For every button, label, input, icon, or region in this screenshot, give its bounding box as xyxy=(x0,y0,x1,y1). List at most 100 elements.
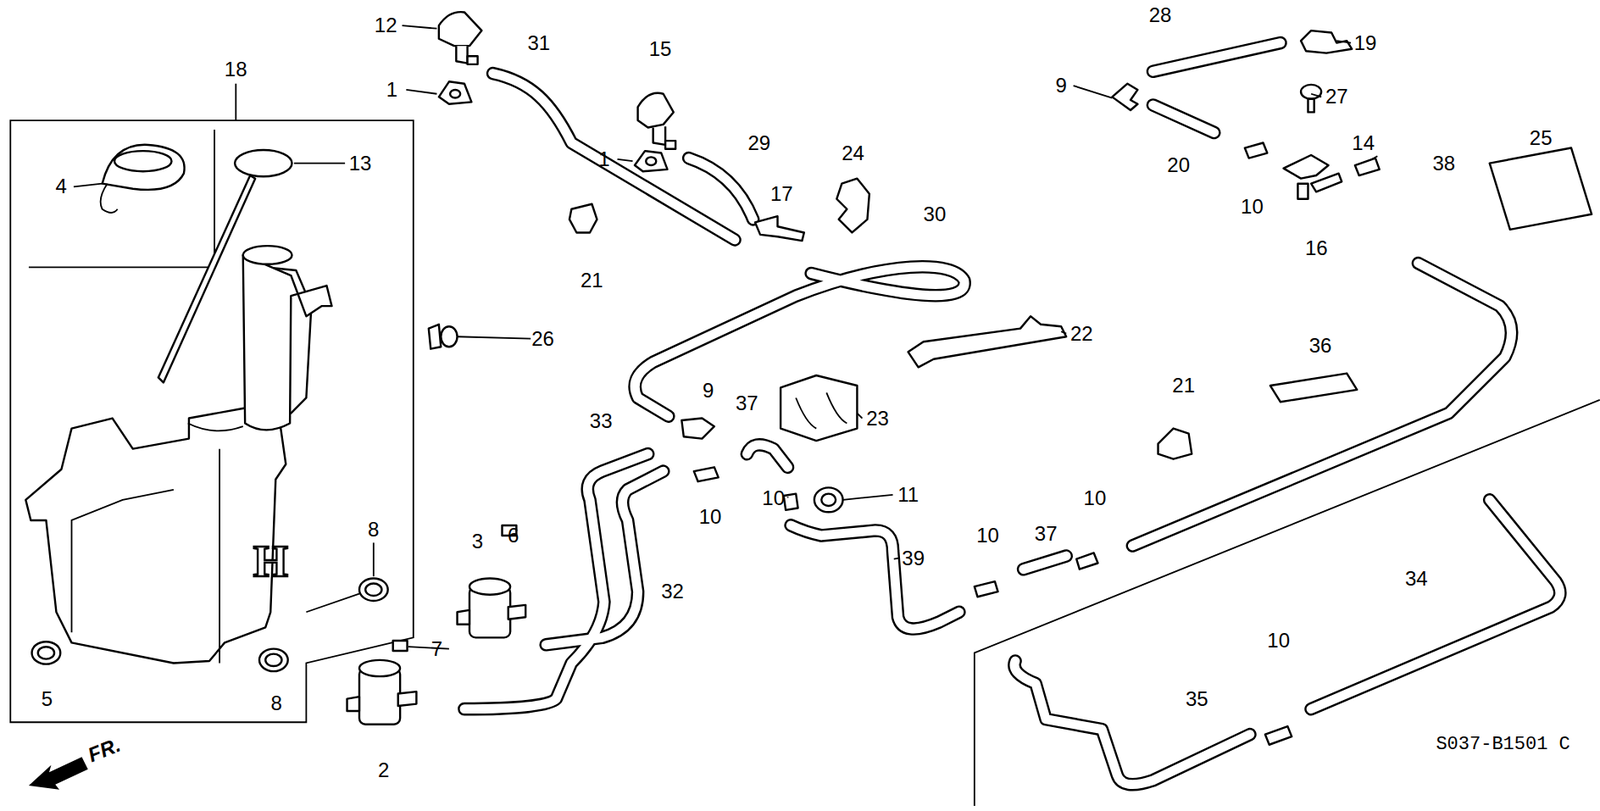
drawing-part xyxy=(1307,99,1314,113)
callout-number: 8 xyxy=(271,693,283,714)
drawing-code: S037-B1501 C xyxy=(1435,735,1570,755)
front-indicator: FR. xyxy=(84,734,123,767)
drawing-part xyxy=(457,610,470,625)
callout-number: 10 xyxy=(699,506,723,528)
callout-number: 12 xyxy=(374,15,398,36)
drawing-part xyxy=(1300,30,1352,53)
drawing-part xyxy=(305,594,360,613)
hose-inner xyxy=(493,73,735,240)
drawing-part xyxy=(653,126,666,145)
drawing-part xyxy=(1283,155,1329,179)
hose xyxy=(790,525,960,629)
drawing-part xyxy=(755,216,805,241)
callout-number: 31 xyxy=(527,33,550,54)
hose-inner xyxy=(545,471,663,645)
drawing-part xyxy=(438,81,473,104)
hose xyxy=(688,158,754,220)
callout-number: 1 xyxy=(386,79,398,100)
drawing-part xyxy=(365,583,382,596)
drawing-part xyxy=(398,691,417,706)
callout-number: 19 xyxy=(1354,33,1378,54)
drawing-part xyxy=(894,557,900,559)
drawing-part xyxy=(402,25,438,29)
drawing-part xyxy=(665,140,676,150)
drawing-part xyxy=(974,400,1600,806)
hose xyxy=(1014,661,1250,785)
drawing-part xyxy=(188,423,244,432)
drawing-part xyxy=(1061,331,1067,334)
drawing-part xyxy=(234,150,292,177)
drawing-part xyxy=(467,55,478,65)
drawing-part xyxy=(469,578,511,595)
callout-number: 38 xyxy=(1432,153,1456,174)
callout-number: 18 xyxy=(224,59,248,80)
drawing-part xyxy=(457,336,532,339)
drawing-part xyxy=(28,756,89,790)
hose xyxy=(1153,43,1281,73)
drawing-part xyxy=(73,183,103,188)
callout-number: 9 xyxy=(1055,75,1067,96)
drawing-part xyxy=(974,581,999,597)
drawing-part xyxy=(38,646,55,659)
drawing-part xyxy=(1355,158,1380,176)
drawing-part xyxy=(1265,726,1292,745)
drawing-part xyxy=(28,129,215,268)
drawing-part xyxy=(438,11,483,46)
callout-number: 8 xyxy=(367,519,379,540)
drawing-part xyxy=(72,489,174,634)
callout-number: 33 xyxy=(589,411,613,432)
drawing-part xyxy=(836,178,870,234)
callout-number: 17 xyxy=(770,183,794,205)
drawing-part xyxy=(1297,183,1308,200)
drawing-part xyxy=(440,326,457,347)
drawing-part xyxy=(1158,428,1193,460)
callout-number: 21 xyxy=(580,270,604,291)
drawing-part xyxy=(393,640,408,651)
hose xyxy=(1023,555,1067,570)
drawing-part xyxy=(455,45,467,63)
drawing-part xyxy=(1270,373,1357,403)
drawing-part xyxy=(634,150,668,172)
drawing-part xyxy=(694,143,1292,745)
callout-number: 39 xyxy=(901,548,925,569)
drawing-part xyxy=(259,649,289,672)
callout-number: 10 xyxy=(1083,488,1107,509)
drawing-part xyxy=(694,466,719,482)
hose-inner xyxy=(1153,43,1281,73)
drawing-part xyxy=(294,162,345,165)
drawing-part xyxy=(1336,40,1351,43)
drawing-part xyxy=(1372,155,1378,160)
drawing-part xyxy=(359,578,389,601)
callout-number: 10 xyxy=(761,488,785,509)
callout-number: 24 xyxy=(841,143,865,164)
callout-number: 26 xyxy=(531,328,555,350)
callout-number: 37 xyxy=(735,393,759,414)
hose xyxy=(1132,263,1512,546)
hose-inner xyxy=(790,525,960,629)
hose xyxy=(1311,500,1561,710)
drawing-part xyxy=(843,494,894,500)
callout-number: 29 xyxy=(747,133,771,154)
drawing-part xyxy=(218,449,221,664)
drawing-part xyxy=(1111,83,1138,111)
callout-number: 23 xyxy=(866,408,889,429)
callout-number: 1 xyxy=(598,149,610,170)
callout-number: 7 xyxy=(431,638,443,660)
drawing-part xyxy=(372,542,375,577)
drawing-part xyxy=(617,159,634,162)
drawing-part xyxy=(450,89,461,99)
drawing-part xyxy=(405,89,437,95)
hose-inner xyxy=(1311,500,1561,710)
drawing-part: H xyxy=(253,536,289,586)
hose-inner xyxy=(688,158,754,220)
drawing-part xyxy=(814,487,844,512)
drawing-part xyxy=(569,204,598,234)
hose-inner xyxy=(1023,555,1067,570)
drawing-part xyxy=(1311,94,1322,98)
hose xyxy=(1153,105,1215,134)
drawing-part xyxy=(347,696,360,712)
callout-number: 6 xyxy=(507,525,519,546)
drawing-part xyxy=(243,245,293,265)
drawing-part xyxy=(1300,84,1322,100)
